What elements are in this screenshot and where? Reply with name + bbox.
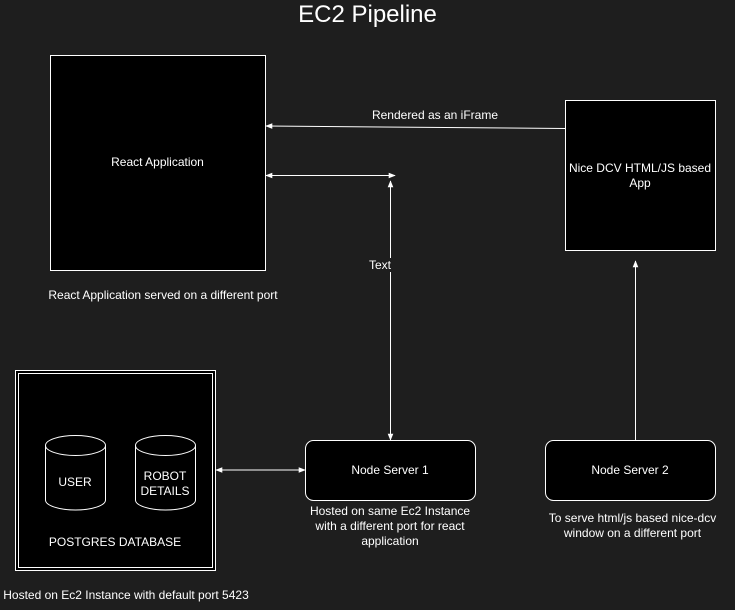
- user-cylinder: [45, 435, 106, 511]
- node2-serve-note: To serve html/js based nice-dcv window o…: [548, 511, 717, 540]
- db-user-label: USER: [58, 475, 92, 489]
- node1-host-note: Hosted on same Ec2 Instance with a diffe…: [309, 504, 471, 548]
- edge-text-label: Text: [355, 258, 405, 272]
- edge-iframe: [265, 123, 566, 129]
- db-robot-label: ROBOT DETAILS: [140, 469, 190, 498]
- react-app-label: React Application: [111, 155, 204, 169]
- node-server-2-label: Node Server 2: [591, 463, 669, 477]
- page-title: EC2 Pipeline: [298, 1, 437, 28]
- robot-details-cylinder: [135, 435, 196, 511]
- postgres-container-inner: [18, 373, 213, 568]
- react-port-note: React Application served on a different …: [48, 288, 278, 302]
- nice-dcv-label: Nice DCV HTML/JS based App: [568, 161, 712, 190]
- edge-iframe-label: Rendered as an iFrame: [371, 108, 499, 122]
- nice-dcv-box: [565, 100, 716, 251]
- react-app-box: [50, 55, 266, 271]
- node-server-1-label: Node Server 1: [351, 463, 429, 477]
- node-server-2-box: [545, 440, 716, 501]
- db-host-note: Hosted on Ec2 Instance with default port…: [3, 588, 249, 602]
- postgres-database-label: POSTGRES DATABASE: [48, 535, 182, 549]
